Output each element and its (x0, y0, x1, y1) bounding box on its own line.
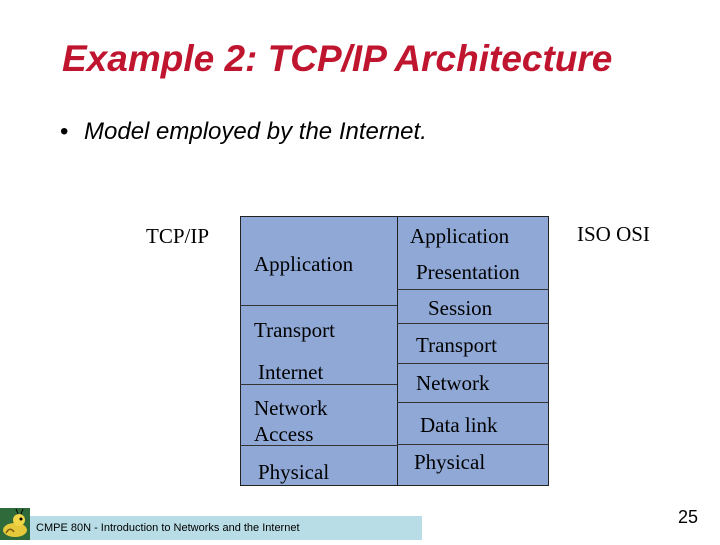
osi-stack (397, 216, 549, 486)
osi-layer-transport: Transport (416, 333, 497, 357)
osi-layer-presentation: Presentation (416, 260, 520, 284)
tcpip-layer-transport: Transport (254, 318, 335, 342)
osi-layer-physical: Physical (414, 450, 486, 474)
tcpip-stack (240, 216, 398, 486)
bullet-marker: • (60, 118, 69, 145)
tcpip-layer-physical: Physical (258, 460, 330, 484)
osi-layer-application: Application (410, 224, 510, 248)
osi-divider (397, 289, 549, 290)
osi-layer-network: Network (416, 371, 490, 395)
slug-logo-icon (0, 508, 30, 540)
tcpip-divider (240, 305, 398, 306)
tcpip-divider (240, 445, 398, 446)
osi-divider (397, 323, 549, 324)
osi-layer-session: Session (428, 296, 493, 320)
osi-divider (397, 444, 549, 445)
tcpip-divider (240, 384, 398, 385)
tcpip-layer-application: Application (254, 252, 354, 276)
osi-label: ISO OSI (577, 222, 650, 246)
bullet-item: • Model employed by the Internet. (60, 118, 427, 146)
slide-title: Example 2: TCP/IP Architecture (62, 38, 613, 79)
osi-divider (397, 402, 549, 403)
footer-course-text: CMPE 80N - Introduction to Networks and … (36, 522, 300, 534)
tcpip-label: TCP/IP (146, 224, 210, 248)
osi-divider (397, 363, 549, 364)
osi-layer-data-link: Data link (420, 413, 498, 437)
page-number: 25 (678, 507, 699, 527)
tcpip-layer-network-access: Network Access (254, 396, 328, 447)
tcpip-layer-internet: Internet (258, 360, 324, 384)
footer-bar (30, 516, 422, 540)
bullet-text: Model employed by the Internet. (84, 118, 427, 145)
